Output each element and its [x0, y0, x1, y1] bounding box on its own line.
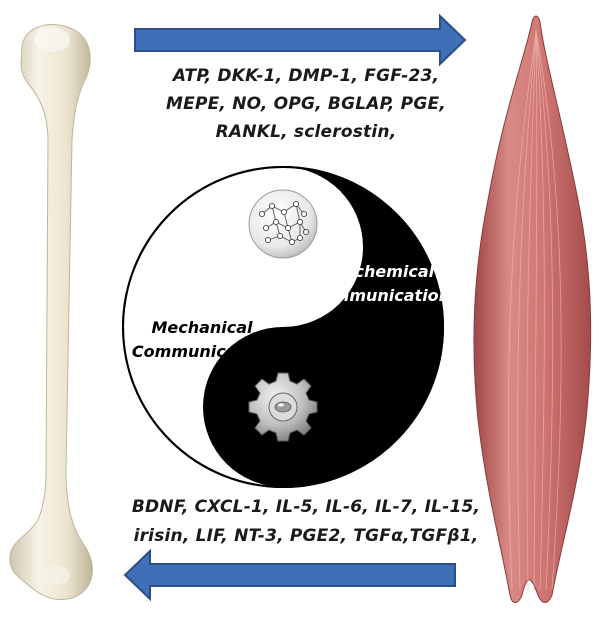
biochemical-label-line-1: Biochemical [325, 262, 435, 281]
muscle-icon [473, 15, 592, 603]
mechanical-label-line-2: Communication [131, 342, 273, 361]
biochemical-label-line-2: Communication [309, 286, 451, 305]
gear-icon [248, 372, 318, 442]
mechanical-label-line-1: Mechanical [151, 318, 253, 337]
bone-icon [9, 24, 93, 601]
molecule-network-icon [248, 189, 318, 259]
top-factors-line-2: MEPE, NO, OPG, BGLAP, PGE, [166, 94, 446, 114]
top-factors-line-3: RANKL, sclerostin, [215, 122, 397, 142]
biochemical-label: Biochemical Communication [300, 260, 460, 308]
mechanical-label: Mechanical Communication [122, 316, 282, 364]
bottom-factors-line-1: BDNF, CXCL-1, IL-5, IL-6, IL-7, IL-15, [131, 497, 481, 517]
arrow-left [123, 548, 456, 602]
top-factors-line-1: ATP, DKK-1, DMP-1, FGF-23, [172, 66, 440, 86]
bottom-factors-line-2: irisin, LIF, NT-3, PGE2, TGFα,TGFβ1, [133, 526, 479, 546]
arrow-right [134, 13, 467, 67]
